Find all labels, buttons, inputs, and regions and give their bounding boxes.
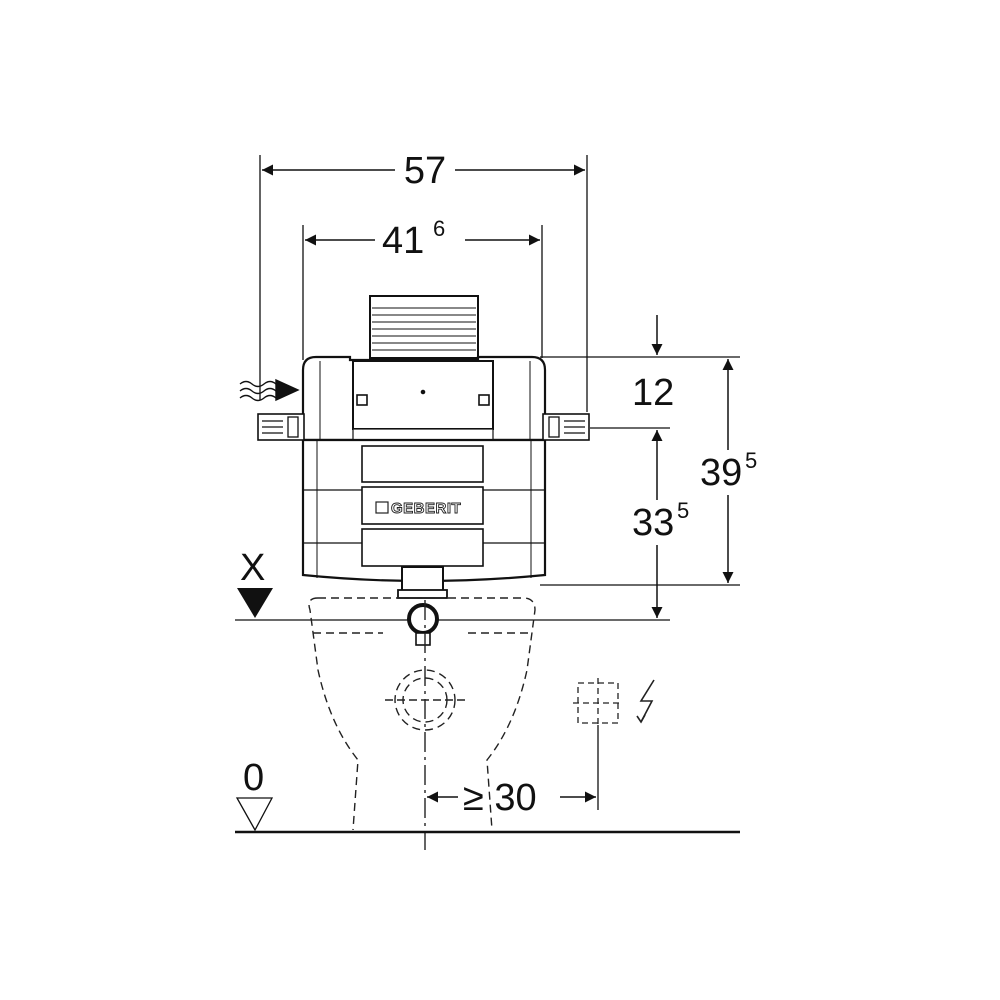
dimension-total-height: 39 5	[698, 359, 774, 583]
extension-lines	[235, 155, 740, 810]
dimension-electrical-offset: ≥ 30	[427, 777, 596, 819]
reference-level-x: X	[237, 547, 273, 618]
dimension-label-39: 39	[700, 452, 742, 494]
dimension-overall-width: 57	[262, 150, 585, 192]
reference-x-label: X	[240, 547, 265, 589]
water-supply-icon	[239, 378, 300, 402]
dimension-sup-5b: 5	[745, 448, 757, 473]
geberit-logo: GEBERIT	[375, 500, 461, 517]
dimension-label-33: 33	[632, 502, 674, 544]
dimension-label-12: 12	[632, 372, 674, 414]
dimension-connection-height: 12	[632, 315, 674, 414]
wc-bowl-outline	[308, 597, 536, 850]
level-marker-icon	[237, 588, 273, 618]
logo-text: GEBERIT	[391, 500, 461, 517]
dimension-label-30: ≥ 30	[463, 777, 537, 819]
dimension-label-41: 41	[382, 220, 424, 262]
dimension-label-57: 57	[404, 150, 446, 192]
electrical-connection-icon	[573, 678, 655, 728]
dimension-outlet-height: 33 5	[628, 430, 700, 618]
floor-level-marker-icon	[235, 797, 274, 832]
dimension-sup-5: 5	[677, 498, 689, 523]
floor-level-label: 0	[243, 757, 264, 799]
dimension-frame-width: 41 6	[305, 216, 540, 262]
floor-level: 0	[235, 757, 740, 834]
dimension-sup-6: 6	[433, 216, 445, 241]
concealed-cistern	[257, 295, 590, 646]
